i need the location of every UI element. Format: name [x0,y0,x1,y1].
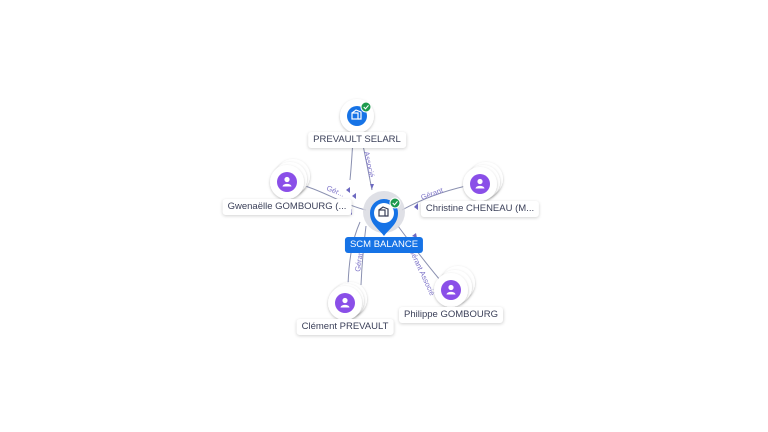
edge-gwenaelle[interactable] [304,185,367,211]
arrow-head [352,193,356,199]
arrow-head [346,187,350,193]
arrow-head [412,233,417,238]
verified-check-icon [360,101,372,113]
node-prevault-selarl[interactable] [340,99,374,133]
arrow-head [414,203,418,210]
edge-christine[interactable] [401,185,467,211]
building-icon [378,206,389,217]
arrow-head [370,184,374,189]
node-label-prevault-selarl[interactable]: PREVAULT SELARL [308,132,406,148]
edge-label-gwenaelle: Gér... [325,184,345,199]
node-label-gwenaelle[interactable]: Gwenaëlle GOMBOURG (... [222,199,352,215]
node-gwenaelle[interactable] [270,159,310,199]
edge-philippe[interactable] [397,225,441,281]
node-clement[interactable] [328,282,367,320]
verified-check-icon [389,197,401,209]
node-label-center[interactable]: SCM BALANCE [344,237,424,253]
person-icon [475,178,485,189]
node-christine[interactable] [463,162,503,201]
person-icon [446,284,456,295]
node-label-christine[interactable]: Christine CHENEAU (M... [420,201,540,217]
building-icon [351,109,362,120]
edge-label-prevault-selarl: Associé [362,151,376,179]
node-center[interactable] [363,191,405,236]
edge-label-clement: Gérant [353,247,365,272]
person-icon [282,176,292,187]
node-philippe[interactable] [434,266,475,307]
edge-label-christine: Gérant [420,185,445,202]
node-label-clement[interactable]: Clément PREVAULT [296,319,394,335]
edge-label-philippe: Gérant Associé [407,247,437,297]
person-icon [340,297,350,308]
node-label-philippe[interactable]: Philippe GOMBOURG [399,307,503,323]
